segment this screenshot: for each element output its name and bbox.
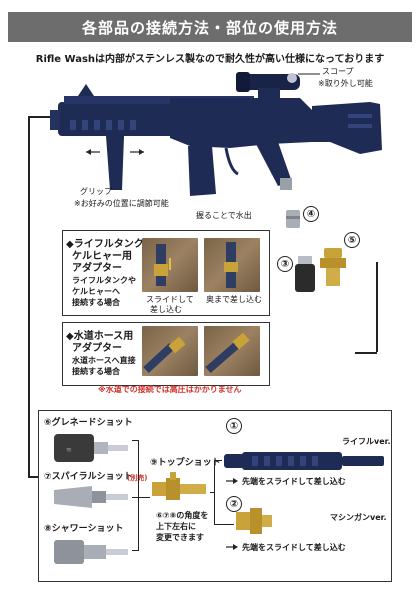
mg-ver-label: マシンガンver. xyxy=(330,513,387,522)
machinegun-barrel-icon xyxy=(236,508,272,534)
rifle-slide-arrow-icon xyxy=(226,478,238,484)
fitting-part-4-icon xyxy=(286,210,300,228)
photo-push-in xyxy=(204,238,260,292)
caption-slide-insert-1: スライドして xyxy=(146,295,194,304)
panel-tank-desc-2: ケルヒャーへ xyxy=(72,287,120,296)
photo-hose-2 xyxy=(204,326,260,376)
photo-slide-insert xyxy=(142,238,198,292)
connector-line-right-bottom xyxy=(355,352,377,354)
connector-line-right xyxy=(376,262,378,352)
nozzle-6-label: ⑥グレネードショット xyxy=(44,418,133,428)
nozzle-7-label: ⑦スパイラルショット xyxy=(44,472,133,482)
fitting-part-3-icon xyxy=(295,256,315,292)
panel-hose-title-1: ◆水道ホース用 xyxy=(66,331,134,342)
connector-line-left-top xyxy=(28,116,64,118)
panel-hose-desc-1: 水道ホースへ直接 xyxy=(72,356,136,365)
panel-tank-desc-1: ライフルタンクや xyxy=(72,276,136,285)
angle-note-3: 変更できます xyxy=(156,533,204,542)
mg-slide-arrow-icon xyxy=(226,544,238,550)
page-title: 各部品の接続方法・部位の使用方法 xyxy=(8,12,412,42)
part-number-4: ④ xyxy=(303,206,319,222)
panel-tank-desc-3: 接続する場合 xyxy=(72,298,120,307)
barrel-connector-h3 xyxy=(214,524,234,525)
nozzle-connector-h1 xyxy=(132,440,139,441)
connector-line-left xyxy=(28,116,30,476)
connector-line-left-bottom xyxy=(28,476,38,478)
nozzle-8-label: ⑧シャワーショット xyxy=(44,524,124,534)
panel-tank-title-3: アダプター xyxy=(72,263,122,274)
nozzle-connector-v xyxy=(138,440,139,550)
part-number-3: ③ xyxy=(277,256,293,272)
photo-hose-1 xyxy=(142,326,198,376)
nozzle-connector-h2 xyxy=(132,497,150,498)
panel-tank-title-1: ◆ライフルタンク& xyxy=(66,239,153,250)
svg-text:≋: ≋ xyxy=(66,446,72,454)
barrel-connector-h1 xyxy=(210,492,215,493)
nozzle-connector-h3 xyxy=(132,550,139,551)
hose-warning: ※水道での接続では高圧はかかりません xyxy=(98,385,242,394)
angle-note-1: ⑥⑦⑧の角度を xyxy=(156,511,209,520)
part-number-5: ⑤ xyxy=(344,232,360,248)
rifle-ver-label: ライフルver. xyxy=(342,437,391,446)
caption-push-in: 奥まで差し込む xyxy=(206,295,262,304)
rifle-wash-gun-illustration xyxy=(50,72,382,196)
mg-instruction: 先端をスライドして差し込む xyxy=(242,543,346,552)
page-subtitle: Rifle Washは内部がステンレス製なので耐久性が高い仕様になっております xyxy=(35,54,385,65)
panel-hose-desc-2: 接続する場合 xyxy=(72,367,120,376)
grip-label: グリップ xyxy=(80,187,112,196)
spiral-shot-icon xyxy=(54,486,128,508)
caption-slide-insert-2: 差し込む xyxy=(150,305,182,314)
barrel-number-2: ② xyxy=(226,496,242,512)
grip-note: ※お好みの位置に調節可能 xyxy=(74,199,169,208)
angle-note-2: 上下左右に xyxy=(156,522,196,531)
barrel-number-1: ① xyxy=(226,418,242,434)
fitting-part-5-icon xyxy=(320,248,346,286)
top-shot-icon xyxy=(152,472,206,500)
panel-tank-title-2: ケルヒャー用 xyxy=(72,251,132,262)
panel-hose-title-2: アダプター xyxy=(72,343,122,354)
trigger-note: 握ることで水出 xyxy=(196,211,252,220)
shower-shot-icon xyxy=(54,540,128,564)
barrel-connector-h2 xyxy=(214,460,222,461)
rifle-barrel-icon xyxy=(224,452,384,470)
scope-label: スコープ xyxy=(322,67,354,76)
rifle-instruction: 先端をスライドして差し込む xyxy=(242,477,346,486)
nozzle-9-label: ⑨トップショット xyxy=(150,458,221,468)
nozzle-7-tag: (別売) xyxy=(127,473,147,484)
grenade-shot-icon: ≋ xyxy=(54,434,128,462)
scope-note: ※取り外し可能 xyxy=(318,79,373,88)
